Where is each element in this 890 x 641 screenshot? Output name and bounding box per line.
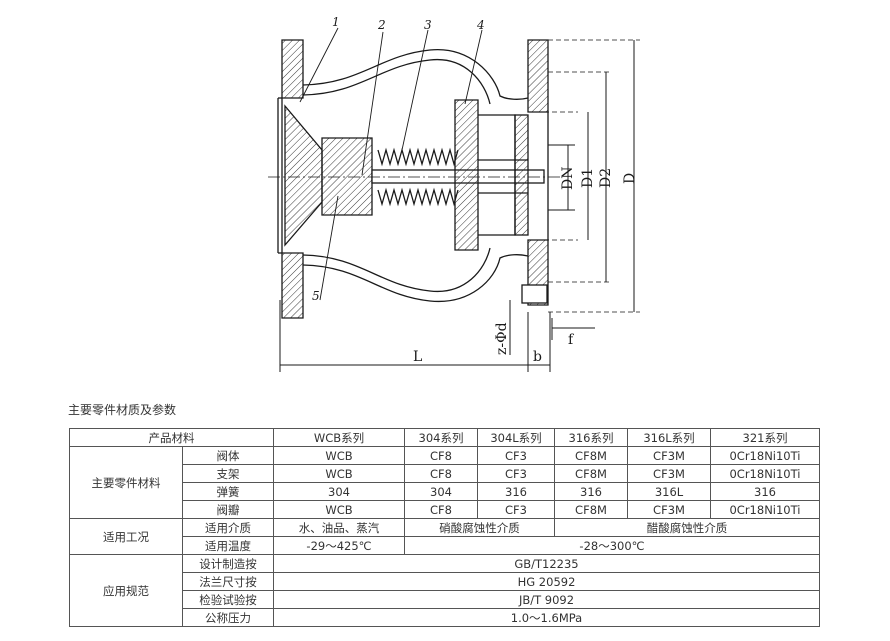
- table-cell: CF8: [404, 446, 478, 465]
- table-cell: 316: [710, 482, 820, 501]
- table-cell: CF3M: [627, 446, 711, 465]
- table-row: 检验试验按 JB/T 9092: [70, 590, 820, 609]
- table-cell: CF8M: [554, 464, 628, 483]
- table-cell: WCB: [273, 464, 405, 483]
- table-cell: WCB: [273, 446, 405, 465]
- table-cell: 水、油品、蒸汽: [273, 518, 405, 537]
- table-cell: 0Cr18Ni10Ti: [710, 464, 820, 483]
- valve-disc: [321, 137, 373, 216]
- table-cell: 硝酸腐蚀性介质: [404, 518, 555, 537]
- left-flange-lower: [281, 252, 304, 319]
- header-col-321: 321系列: [710, 428, 820, 447]
- table-row: 弹簧 304 304 316 316 316L 316: [70, 482, 820, 501]
- table-cell: -29～425℃: [273, 536, 405, 555]
- header-col-316l: 316L系列: [627, 428, 711, 447]
- dim-b: b: [533, 349, 542, 365]
- table-cell: 304: [404, 482, 478, 501]
- dim-d: D: [622, 173, 638, 184]
- table-cell: CF3M: [627, 464, 711, 483]
- table-cell: HG 20592: [273, 572, 820, 591]
- standard-name: 设计制造按: [182, 554, 274, 573]
- table-cell: GB/T12235: [273, 554, 820, 573]
- standards-group-label: 应用规范: [69, 554, 183, 627]
- table-cell: CF8: [404, 500, 478, 519]
- table-cell: 1.0～1.6MPa: [273, 608, 820, 627]
- table-cell: 醋酸腐蚀性介质: [554, 518, 820, 537]
- table-cell: JB/T 9092: [273, 590, 820, 609]
- table-cell: CF8: [404, 464, 478, 483]
- section-title: 主要零件材质及参数: [68, 403, 177, 417]
- part-name: 支架: [182, 464, 274, 483]
- table-cell: CF3: [477, 464, 555, 483]
- parameter-table: 产品材料 WCB系列 304系列 304L系列 316系列 316L系列 321…: [69, 428, 820, 627]
- part-number-1: 1: [332, 15, 340, 29]
- table-cell: CF3: [477, 500, 555, 519]
- header-label: 产品材料: [69, 428, 274, 447]
- table-row: 公称压力 1.0～1.6MPa: [70, 608, 820, 627]
- guide-bracket: [454, 99, 479, 251]
- check-valve-drawing: 1 2 3 4 5 DN D1 D2 D L: [268, 15, 640, 372]
- table-cell: WCB: [273, 500, 405, 519]
- part-number-2: 2: [377, 18, 386, 32]
- part-number-4: 4: [476, 18, 485, 32]
- header-col-304: 304系列: [404, 428, 478, 447]
- table-row: 适用温度 -29～425℃ -28～300℃: [70, 536, 820, 555]
- dim-d1: D1: [580, 168, 596, 188]
- table-cell: 316L: [627, 482, 711, 501]
- dim-d2: D2: [598, 168, 614, 188]
- dim-zd: z-Φd: [494, 322, 510, 355]
- part-number-5: 5: [312, 289, 320, 303]
- valve-body-shell: [302, 49, 529, 100]
- right-flange: [527, 39, 549, 113]
- part-name: 阀瓣: [182, 500, 274, 519]
- standard-name: 公称压力: [182, 608, 274, 627]
- part-name: 弹簧: [182, 482, 274, 501]
- header-col-316: 316系列: [554, 428, 628, 447]
- valve-seat: [284, 104, 323, 247]
- table-header-row: 产品材料 WCB系列 304系列 304L系列 316系列 316L系列 321…: [69, 428, 820, 447]
- table-row: 法兰尺寸按 HG 20592: [70, 572, 820, 591]
- table-cell: CF3: [477, 446, 555, 465]
- table-row: 适用工况 适用介质 水、油品、蒸汽 硝酸腐蚀性介质 醋酸腐蚀性介质: [69, 518, 820, 555]
- standard-name: 法兰尺寸按: [182, 572, 274, 591]
- spring: [377, 147, 459, 207]
- table-cell: 304: [273, 482, 405, 501]
- table-cell: 0Cr18Ni10Ti: [710, 446, 820, 465]
- table-cell: 316: [554, 482, 628, 501]
- dim-dn: DN: [560, 167, 576, 190]
- table-row: 应用规范 设计制造按 GB/T12235: [69, 554, 820, 627]
- dim-l: L: [413, 349, 422, 365]
- part-number-3: 3: [424, 18, 432, 32]
- materials-group-label: 主要零件材料: [69, 446, 183, 519]
- table-cell: 0Cr18Ni10Ti: [710, 500, 820, 519]
- table-cell: CF8M: [554, 500, 628, 519]
- table-cell: CF8M: [554, 446, 628, 465]
- header-col-304l: 304L系列: [477, 428, 555, 447]
- conditions-group-label: 适用工况: [69, 518, 183, 555]
- table-row: 阀瓣 WCB CF8 CF3 CF8M CF3M 0Cr18Ni10Ti: [70, 500, 820, 519]
- header-col-wcb: WCB系列: [273, 428, 405, 447]
- table-row: 主要零件材料 阀体 WCB CF8 CF3 CF8M CF3M 0Cr18Ni1…: [69, 446, 820, 519]
- table-cell: 316: [477, 482, 555, 501]
- part-name: 阀体: [182, 446, 274, 465]
- left-flange: [281, 39, 304, 99]
- table-cell: -28～300℃: [404, 536, 820, 555]
- table-cell: CF3M: [627, 500, 711, 519]
- dim-f: f: [568, 332, 575, 348]
- table-row: 支架 WCB CF8 CF3 CF8M CF3M 0Cr18Ni10Ti: [70, 464, 820, 483]
- condition-name: 适用温度: [182, 536, 274, 555]
- standard-name: 检验试验按: [182, 590, 274, 609]
- condition-name: 适用介质: [182, 518, 274, 537]
